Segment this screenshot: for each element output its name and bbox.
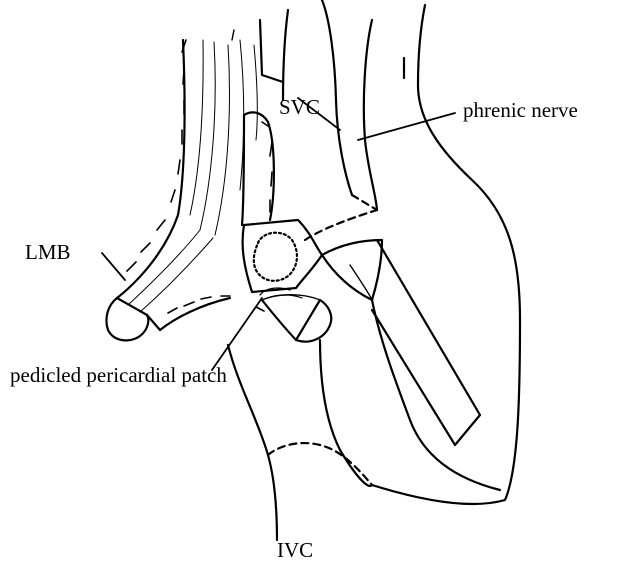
- ivc-label: IVC: [277, 540, 313, 561]
- patch-leader: [212, 298, 262, 370]
- pericardial-patch-label: pedicled pericardial patch: [10, 365, 227, 386]
- phrenic-nerve-label: phrenic nerve: [463, 100, 578, 121]
- right-bronchus: [242, 112, 274, 225]
- svc-vessel: [305, 0, 404, 240]
- trachea: [117, 10, 288, 312]
- leader-lines: [102, 98, 455, 370]
- pericardial-patch: [243, 220, 322, 298]
- lmb-leader: [102, 253, 125, 280]
- svc-label: SVC: [279, 97, 320, 118]
- right-stump: [256, 295, 331, 342]
- lmb-label: LMB: [25, 242, 71, 263]
- phrenic-leader: [358, 113, 455, 140]
- lmb-stump: [106, 296, 230, 340]
- heart-outline: [322, 5, 520, 504]
- ivc-vessel: [228, 340, 372, 540]
